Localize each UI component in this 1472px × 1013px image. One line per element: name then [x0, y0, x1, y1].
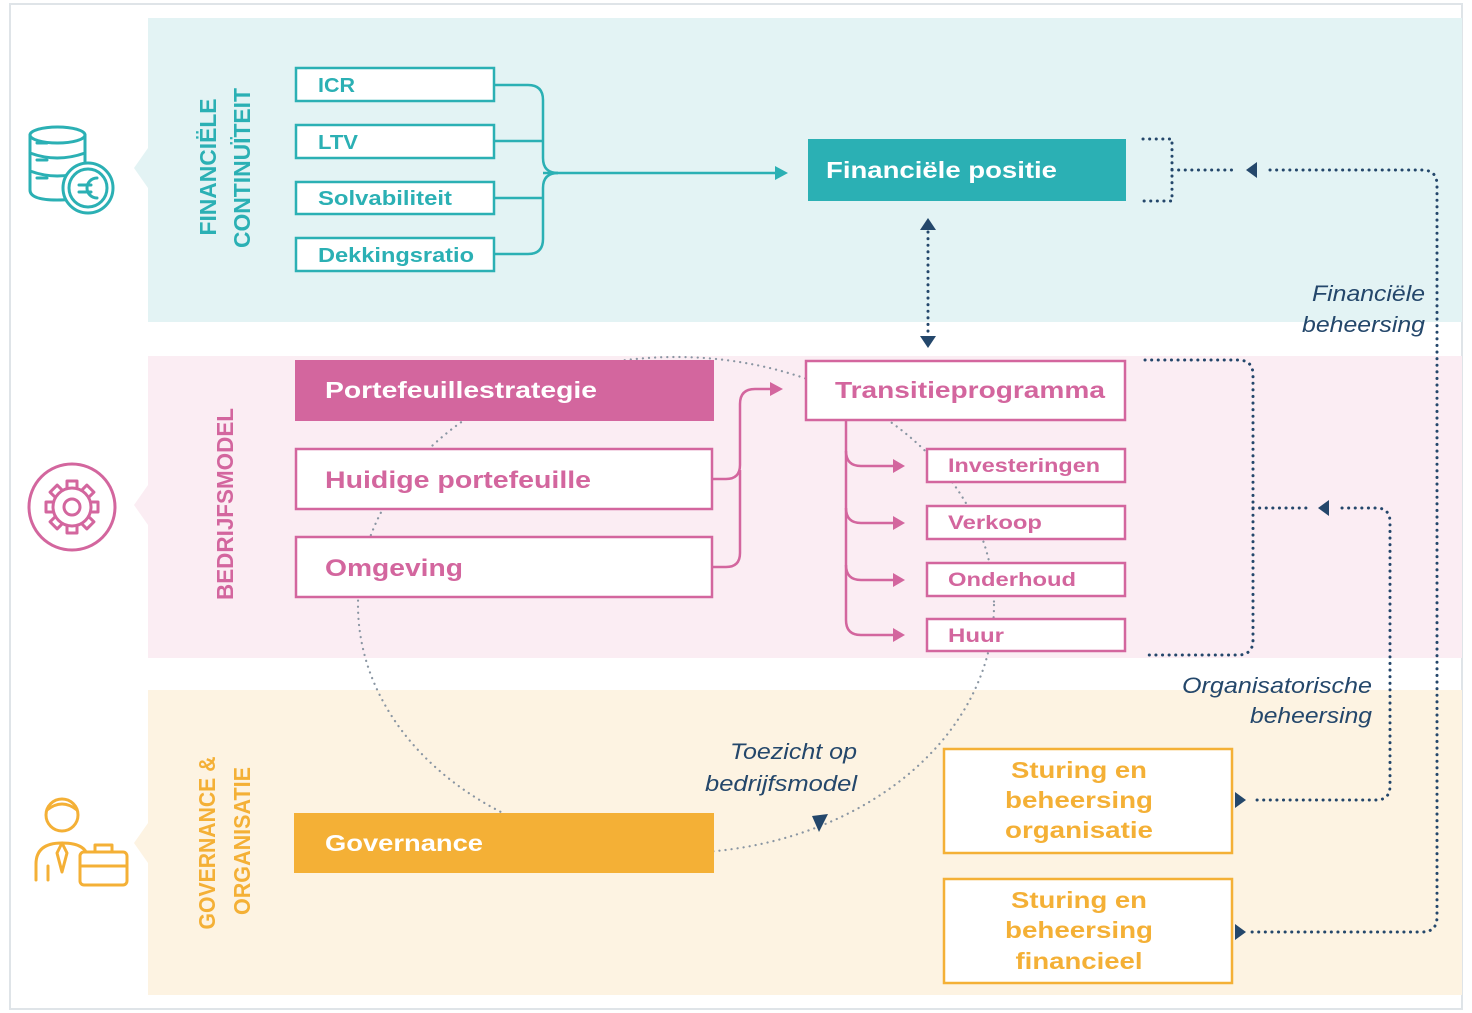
current-portfolio-box: Huidige portefeuille — [294, 447, 714, 511]
financial-band — [134, 18, 1462, 322]
control-box-line: beheersing — [1005, 787, 1153, 813]
governance-box: Governance — [294, 813, 714, 873]
program-item-connectors — [844, 420, 905, 642]
program-item-label: Investeringen — [948, 456, 1100, 477]
environment-label: Omgeving — [325, 555, 463, 582]
governance-section-label-line-2: ORGANISATIE — [229, 767, 255, 915]
indicator-box-ltv: LTV — [294, 123, 496, 160]
program-item-label: Onderhoud — [948, 570, 1076, 591]
indicator-label: Solvabiliteit — [318, 188, 452, 210]
person-briefcase-icon — [34, 797, 129, 887]
control-box-organisation: Sturing en beheersing organisatie — [942, 747, 1234, 855]
organisational-control-label-line-1: Organisatorische — [1182, 673, 1372, 698]
position-program-double-arrow — [920, 218, 936, 348]
control-box-line: Sturing en — [1011, 887, 1147, 913]
program-item-huur: Huur — [925, 617, 1127, 653]
portfolio-strategy-box: Portefeuillestrategie — [295, 360, 714, 421]
database-euro-icon — [28, 125, 115, 215]
portfolio-strategy-label: Portefeuillestrategie — [325, 377, 597, 403]
environment-box: Omgeving — [294, 535, 714, 599]
program-item-verkoop: Verkoop — [925, 504, 1127, 541]
organisational-control-loop — [1143, 358, 1392, 808]
financial-indicator-connectors — [494, 83, 788, 256]
financial-control-label-line-2: beheersing — [1302, 312, 1426, 337]
control-box-line: organisatie — [1005, 817, 1153, 843]
indicator-label: LTV — [318, 132, 359, 154]
oversight-label-line-2: bedrijfsmodel — [705, 771, 858, 796]
input-to-program-connectors — [712, 382, 783, 569]
control-box-line: Sturing en — [1011, 757, 1147, 783]
indicator-label: ICR — [318, 75, 356, 97]
governance-label: Governance — [325, 830, 483, 856]
oversight-cycle-arrowhead — [812, 814, 828, 832]
control-box-line: beheersing — [1005, 917, 1153, 943]
transition-program-box: Transitieprogramma — [804, 359, 1127, 422]
current-portfolio-label: Huidige portefeuille — [325, 467, 591, 494]
organisational-control-label-line-2: beheersing — [1250, 703, 1373, 728]
gear-icon — [27, 462, 117, 552]
control-box-line: financieel — [1016, 948, 1143, 974]
program-item-label: Verkoop — [948, 513, 1042, 534]
financial-section-label-line-1: FINANCIËLE — [195, 99, 221, 236]
oversight-label-line-1: Toezicht op — [730, 739, 857, 764]
financial-position-box: Financiële positie — [808, 139, 1126, 201]
indicator-box-solvabiliteit: Solvabiliteit — [294, 180, 496, 216]
indicator-label: Dekkingsratio — [318, 245, 474, 267]
governance-section-label-line-1: GOVERNANCE & — [194, 757, 220, 930]
program-item-investeringen: Investeringen — [925, 447, 1127, 484]
transition-program-label: Transitieprogramma — [835, 377, 1105, 403]
financial-control-label-line-1: Financiële — [1312, 281, 1425, 306]
business-model-section-label: BEDRIJFSMODEL — [212, 408, 238, 600]
program-item-onderhoud: Onderhoud — [925, 561, 1127, 598]
financial-control-loop — [1141, 137, 1439, 940]
program-item-label: Huur — [948, 626, 1005, 647]
control-box-financial: Sturing en beheersing financieel — [942, 877, 1234, 985]
indicator-box-icr: ICR — [294, 66, 496, 103]
indicator-box-dekkingsratio: Dekkingsratio — [294, 236, 496, 273]
financial-section-label-line-2: CONTINUÏTEIT — [229, 88, 255, 248]
financial-position-label: Financiële positie — [826, 157, 1057, 183]
